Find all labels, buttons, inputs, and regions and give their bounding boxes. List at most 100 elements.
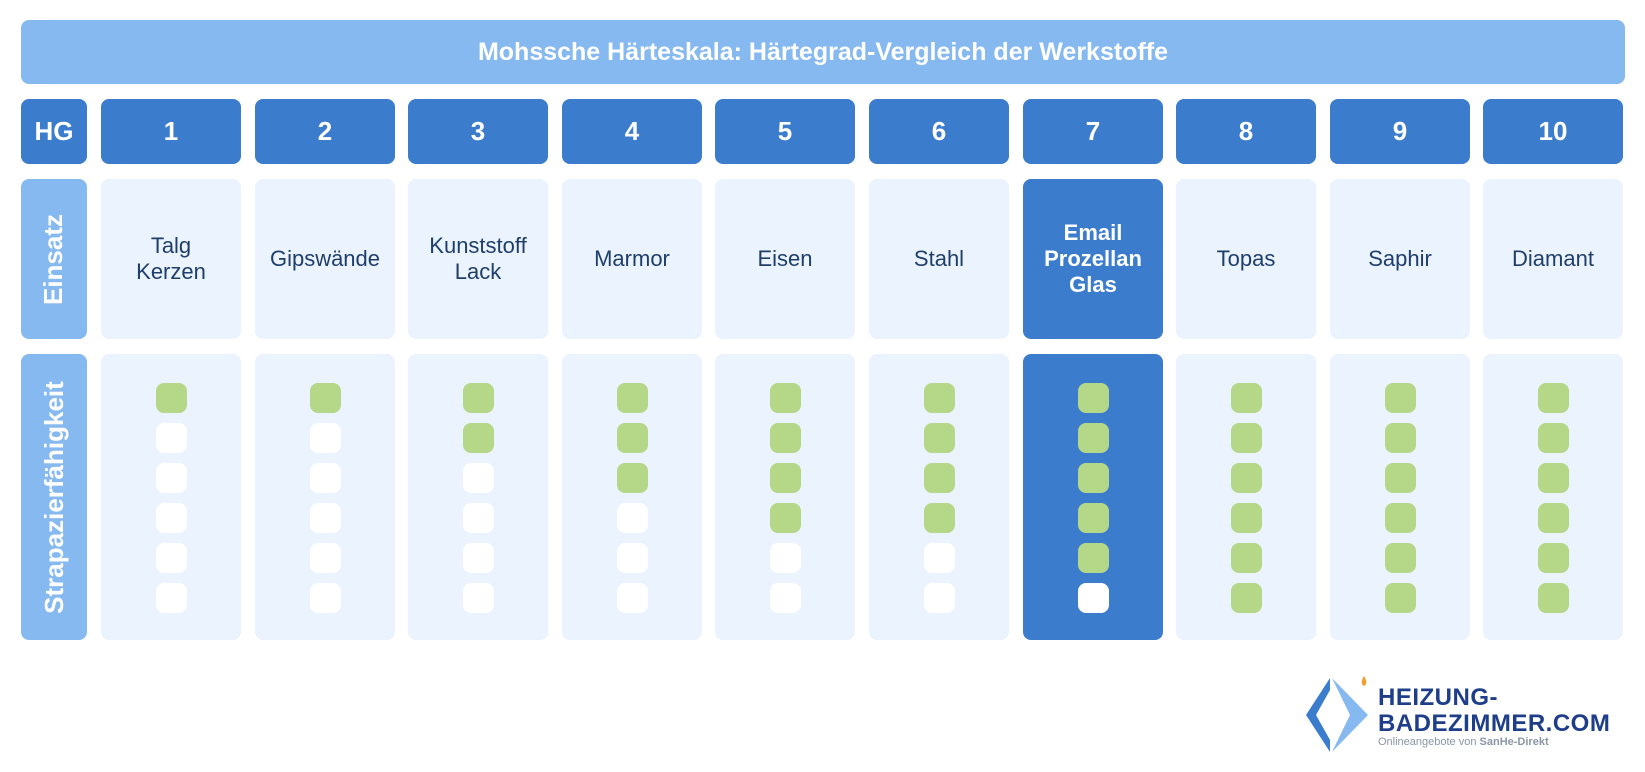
- durability-level-filled: [1537, 463, 1569, 493]
- durability-level-empty: [462, 463, 494, 493]
- durability-level-filled: [1537, 423, 1569, 453]
- company-logo: HEIZUNG- BADEZIMMER.COM Onlineangebote v…: [1302, 672, 1622, 754]
- durability-level-filled: [1537, 543, 1569, 573]
- durability-level-empty: [462, 543, 494, 573]
- durability-level-filled: [769, 423, 801, 453]
- durability-level-filled: [616, 383, 648, 413]
- use-text: Diamant: [1512, 246, 1594, 271]
- use-cell: Saphir: [1330, 179, 1470, 339]
- durability-cell: [869, 354, 1009, 640]
- durability-level-filled: [1077, 383, 1109, 413]
- durability-level-empty: [769, 583, 801, 613]
- durability-level-empty: [155, 503, 187, 533]
- logo-mark-icon: [1306, 676, 1368, 752]
- use-text: Kerzen: [136, 259, 206, 284]
- durability-level-filled: [1384, 383, 1416, 413]
- durability-cell: [408, 354, 548, 640]
- logo-line2: BADEZIMMER.COM: [1378, 710, 1611, 737]
- use-cell: Gipswände: [255, 179, 395, 339]
- durability-level-empty: [155, 543, 187, 573]
- durability-level-filled: [1230, 543, 1262, 573]
- durability-level-filled: [769, 383, 801, 413]
- grade-number: 4: [562, 99, 702, 164]
- durability-level-filled: [1537, 583, 1569, 613]
- durability-level-empty: [616, 543, 648, 573]
- durability-level-filled: [1077, 543, 1109, 573]
- use-text: Talg: [150, 233, 192, 258]
- durability-cell: [1330, 354, 1470, 640]
- durability-level-filled: [769, 463, 801, 493]
- durability-level-filled: [462, 383, 494, 413]
- durability-level-filled: [616, 463, 648, 493]
- grade-number: 10: [1483, 99, 1623, 164]
- durability-level-empty: [616, 503, 648, 533]
- logo-subline: Onlineangebote von SanHe-Direkt: [1378, 736, 1549, 748]
- durability-level-empty: [155, 423, 187, 453]
- use-text: Eisen: [757, 246, 813, 271]
- durability-level-filled: [1077, 463, 1109, 493]
- logo-sub-brand: SanHe-Direkt: [1479, 736, 1549, 748]
- grade-number: 9: [1330, 99, 1470, 164]
- durability-level-filled: [923, 503, 955, 533]
- use-text: Glas: [1069, 272, 1117, 297]
- durability-level-filled: [309, 383, 341, 413]
- logo-sub-prefix: Onlineangebote von: [1378, 736, 1477, 748]
- durability-level-empty: [769, 543, 801, 573]
- use-text: Prozellan: [1044, 246, 1142, 271]
- durability-cell: [255, 354, 395, 640]
- use-text: Gipswände: [269, 246, 381, 271]
- durability-row-label-text: Strapazierfähigkeit: [38, 380, 69, 614]
- durability-level-empty: [309, 423, 341, 453]
- durability-level-filled: [1077, 503, 1109, 533]
- logo-line1: HEIZUNG-: [1378, 684, 1498, 711]
- durability-level-filled: [1384, 543, 1416, 573]
- durability-level-empty: [309, 543, 341, 573]
- durability-level-filled: [155, 383, 187, 413]
- use-cell: Topas: [1176, 179, 1316, 339]
- diagram-title: Mohssche Härteskala: Härtegrad-Vergleich…: [21, 20, 1625, 84]
- durability-level-filled: [1230, 383, 1262, 413]
- use-text: Marmor: [594, 246, 670, 271]
- durability-cell: [1483, 354, 1623, 640]
- use-cell: Marmor: [562, 179, 702, 339]
- grade-row-label: HG: [21, 99, 87, 164]
- durability-level-empty: [923, 583, 955, 613]
- durability-level-empty: [309, 463, 341, 493]
- grade-number: 7: [1023, 99, 1163, 164]
- use-cell: Stahl: [869, 179, 1009, 339]
- durability-level-filled: [1384, 463, 1416, 493]
- use-cell: Diamant: [1483, 179, 1623, 339]
- use-text: Topas: [1216, 246, 1276, 271]
- durability-level-filled: [923, 463, 955, 493]
- durability-level-empty: [155, 463, 187, 493]
- use-text: Lack: [454, 259, 502, 284]
- use-text: Email: [1063, 220, 1123, 245]
- durability-cell: [562, 354, 702, 640]
- use-text: Stahl: [913, 246, 965, 271]
- durability-level-empty: [1077, 583, 1109, 613]
- durability-level-filled: [923, 423, 955, 453]
- durability-level-empty: [309, 503, 341, 533]
- durability-level-empty: [309, 583, 341, 613]
- durability-level-filled: [462, 423, 494, 453]
- use-row-label-text: Einsatz: [38, 213, 69, 305]
- use-cell: Eisen: [715, 179, 855, 339]
- durability-level-empty: [616, 583, 648, 613]
- grade-number: 8: [1176, 99, 1316, 164]
- grade-number: 6: [869, 99, 1009, 164]
- durability-cell: [715, 354, 855, 640]
- grade-number: 1: [101, 99, 241, 164]
- use-row-label: Einsatz: [21, 179, 87, 339]
- use-text: Saphir: [1368, 246, 1432, 271]
- grade-number: 5: [715, 99, 855, 164]
- durability-cell: [101, 354, 241, 640]
- durability-level-filled: [769, 503, 801, 533]
- durability-level-filled: [1230, 503, 1262, 533]
- durability-level-filled: [1230, 463, 1262, 493]
- durability-level-filled: [616, 423, 648, 453]
- durability-level-filled: [1384, 423, 1416, 453]
